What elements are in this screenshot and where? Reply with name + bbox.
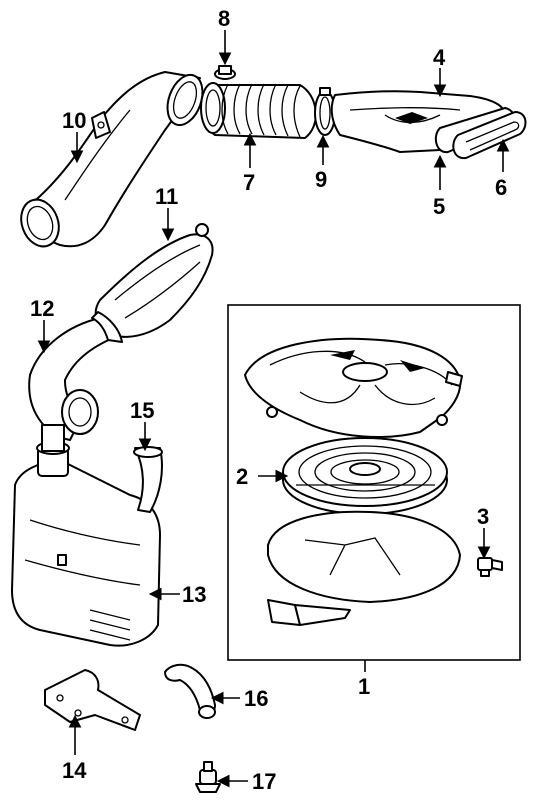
filter-element-part-2: [282, 437, 448, 515]
small-hose-part-16: [164, 663, 216, 719]
callout-numbers: 8 4 10 7 9 5 6 11 12 15 2 3 13 1 16 14 1…: [30, 6, 507, 794]
callout-16: 16: [244, 686, 268, 711]
duct-seal-part-6: [452, 111, 527, 160]
elbow-tube-part-12: [28, 311, 123, 441]
leader-lines: [37, 30, 510, 788]
callout-12: 12: [30, 296, 54, 321]
callout-1: 1: [358, 674, 370, 699]
intake-tube-part-10: [20, 71, 204, 248]
upper-duct-part-11: [94, 223, 214, 338]
callout-11: 11: [155, 184, 178, 209]
callout-13: 13: [182, 582, 206, 607]
callout-3: 3: [477, 504, 489, 529]
air-cleaner-cover: [244, 337, 463, 438]
bracket-part-14: [44, 669, 141, 731]
callout-6: 6: [495, 175, 507, 200]
fitting-part-17: [195, 761, 221, 793]
callout-17: 17: [252, 769, 276, 794]
air-cleaner-assembly-box: [227, 304, 521, 661]
callout-14: 14: [62, 758, 87, 783]
callout-7: 7: [243, 170, 255, 195]
bellows-hose-part-7: [200, 82, 317, 139]
callout-15: 15: [130, 398, 154, 423]
clamp-part-8: [214, 65, 236, 80]
callout-10: 10: [62, 108, 86, 133]
sensor-part-3: [477, 557, 503, 577]
callout-4: 4: [433, 45, 446, 70]
air-cleaner-housing: [267, 510, 461, 626]
callout-8: 8: [218, 6, 230, 31]
callout-2: 2: [236, 464, 248, 489]
callout-5: 5: [433, 194, 445, 219]
resonator-box-part-13: [11, 424, 161, 647]
callout-9: 9: [315, 167, 327, 192]
